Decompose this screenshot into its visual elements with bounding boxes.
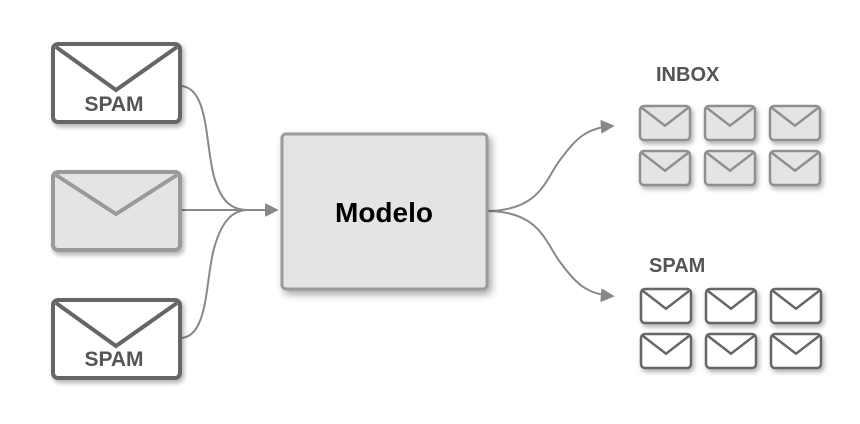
small-envelope-icon: [638, 149, 692, 187]
arrow-to-inbox: [485, 119, 615, 212]
small-envelope-icon: [769, 287, 823, 325]
input-connectors: [179, 85, 279, 339]
inbox-envelope-grid: [638, 104, 822, 187]
model-box: Modelo: [280, 132, 489, 291]
envelope-flap-icon: [54, 173, 179, 217]
small-envelope-icon: [768, 149, 822, 187]
input-envelope-plain: [51, 170, 182, 252]
input-envelope-label: SPAM: [84, 348, 143, 371]
inbox-group-label: INBOX: [656, 64, 720, 86]
arrow-to-spam: [485, 210, 615, 303]
output-connectors: [485, 119, 615, 303]
small-envelope-icon: [704, 332, 758, 370]
connector-top-input: [179, 85, 249, 211]
input-envelope-spam-top: SPAM: [51, 42, 182, 124]
model-label: Modelo: [335, 197, 433, 228]
small-envelope-icon: [704, 287, 758, 325]
small-envelope-icon: [768, 104, 822, 142]
small-envelope-icon: [638, 104, 692, 142]
small-envelope-icon: [703, 104, 757, 142]
envelope-flap-icon: [54, 301, 179, 349]
small-envelope-icon: [639, 287, 693, 325]
small-envelope-icon: [769, 332, 823, 370]
spam-group-label: SPAM: [649, 255, 705, 277]
spam-envelope-grid: [639, 287, 823, 370]
envelope-flap-icon: [54, 45, 179, 93]
connector-bottom-input: [179, 209, 249, 339]
small-envelope-icon: [703, 149, 757, 187]
input-envelope-spam-bottom: SPAM: [51, 298, 182, 380]
small-envelope-icon: [639, 332, 693, 370]
input-envelope-label: SPAM: [84, 93, 143, 116]
